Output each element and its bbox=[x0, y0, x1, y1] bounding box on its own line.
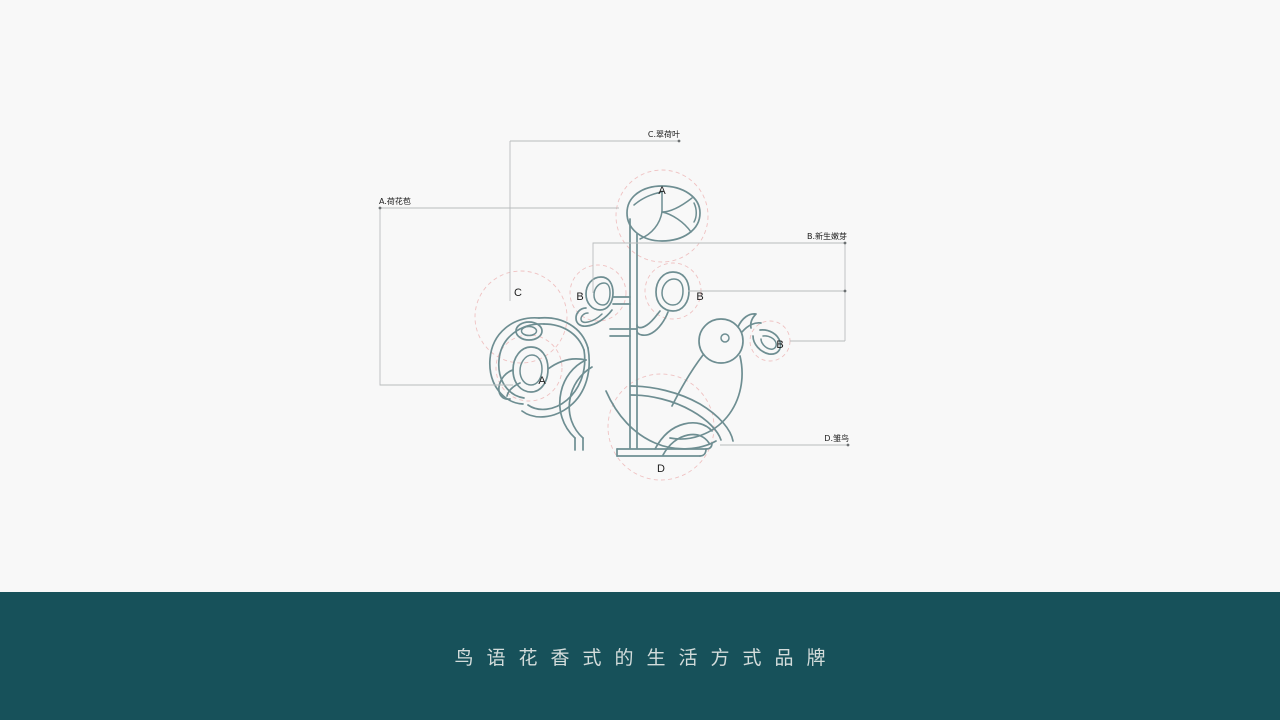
guide-circle-b-right bbox=[749, 320, 791, 362]
artboard: A C B B B A D A.荷花苞 C.翠荷叶 B.新生嫩芽 D.雏鸟 bbox=[378, 129, 850, 481]
callout-dot-c bbox=[677, 139, 681, 143]
marker-b-right: B bbox=[776, 339, 783, 351]
guide-circles bbox=[474, 169, 791, 481]
marker-d: D bbox=[657, 463, 665, 475]
mark-lotus-leaf bbox=[489, 316, 589, 405]
marker-b-mid: B bbox=[696, 291, 703, 303]
callout-dot-a bbox=[378, 206, 382, 210]
mark-bird bbox=[605, 313, 782, 457]
mark-sprout-mid bbox=[636, 271, 690, 337]
mark-sprout-left bbox=[575, 276, 631, 328]
brand-tagline-banner: 鸟语花香式的生活方式品牌 bbox=[0, 592, 1280, 720]
logo-diagram: A C B B B A D A.荷花苞 C.翠荷叶 B.新生嫩芽 D.雏鸟 bbox=[378, 129, 850, 481]
callout-label-c: C.翠荷叶 bbox=[648, 129, 680, 139]
marker-b-left: B bbox=[576, 291, 583, 303]
mark-stem bbox=[629, 218, 638, 449]
mark-lotus-bud-left bbox=[498, 346, 587, 400]
brand-tagline: 鸟语花香式的生活方式品牌 bbox=[454, 646, 839, 669]
mark-lotus-bud-top bbox=[626, 185, 701, 242]
mark-swirl bbox=[521, 347, 593, 451]
callout-dot-d bbox=[846, 443, 850, 447]
guide-circle-c bbox=[474, 270, 568, 364]
guide-circle-b-left bbox=[569, 264, 627, 322]
callout-lines bbox=[378, 139, 850, 447]
callout-label-b: B.新生嫩芽 bbox=[807, 231, 847, 241]
callout-path-a bbox=[379, 208, 513, 386]
callout-labels: A.荷花苞 C.翠荷叶 B.新生嫩芽 D.雏鸟 bbox=[379, 129, 849, 443]
marker-c: C bbox=[514, 287, 522, 299]
mark-connectors bbox=[609, 328, 638, 337]
marker-a-left: A bbox=[538, 375, 546, 387]
letter-markers: A C B B B A D bbox=[514, 185, 784, 475]
callout-label-a: A.荷花苞 bbox=[379, 196, 411, 206]
callout-dot-b-mid bbox=[843, 289, 847, 293]
callout-label-d: D.雏鸟 bbox=[824, 433, 849, 443]
guide-circle-a-top bbox=[615, 169, 709, 263]
logo-mark bbox=[489, 185, 782, 457]
marker-a-top: A bbox=[658, 185, 666, 197]
callout-path-b-top bbox=[592, 242, 845, 293]
guide-circle-a-left bbox=[495, 334, 563, 402]
callout-dot-b-top bbox=[843, 241, 847, 245]
